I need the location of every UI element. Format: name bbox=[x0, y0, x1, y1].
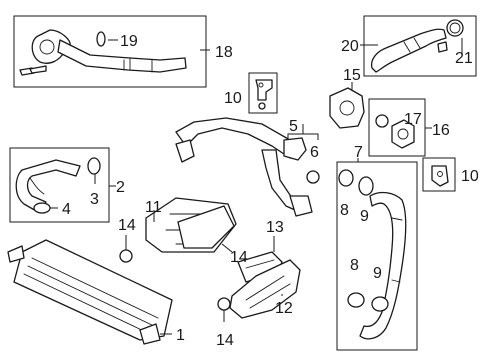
callout-6: 6 bbox=[310, 144, 319, 161]
group-10-right-frame bbox=[422, 157, 456, 192]
clamp-9-upper-part bbox=[358, 176, 374, 196]
group-16-assembly bbox=[368, 98, 432, 157]
o-ring-19-part bbox=[96, 31, 106, 47]
o-ring-6-part bbox=[306, 170, 320, 184]
group-2-frame bbox=[9, 147, 110, 223]
callout-20: 20 bbox=[341, 38, 359, 55]
callout-11: 11 bbox=[145, 199, 162, 216]
clamp-4-part bbox=[33, 202, 51, 214]
callout-14-left: 14 bbox=[118, 217, 136, 234]
o-ring-14-left-part bbox=[119, 249, 133, 263]
callout-18: 18 bbox=[215, 44, 233, 61]
clamp-3-part bbox=[87, 157, 101, 175]
group-20-frame bbox=[363, 15, 477, 77]
part-5-pipe-assembly bbox=[175, 117, 320, 217]
bolt-21-part bbox=[437, 41, 448, 53]
callout-7: 7 bbox=[354, 144, 363, 161]
callout-21: 21 bbox=[455, 50, 473, 67]
clamp-9-lower-part bbox=[371, 296, 389, 312]
group-2-hose-assembly bbox=[9, 147, 116, 223]
sensor-16-part bbox=[391, 119, 415, 149]
part-1-intercooler bbox=[7, 239, 173, 345]
group-20-pipe-assembly bbox=[360, 15, 477, 77]
group-7-hose-assembly bbox=[336, 158, 418, 351]
group-18-frame bbox=[13, 15, 207, 88]
clamp-8-lower-part bbox=[347, 292, 365, 308]
clamp-8-upper-part bbox=[338, 169, 354, 187]
intercooler-inlet-part bbox=[7, 245, 25, 263]
callout-8-lower: 8 bbox=[350, 257, 359, 274]
callout-1: 1 bbox=[176, 327, 185, 344]
bracket-10-part bbox=[255, 79, 273, 101]
callout-19: 19 bbox=[120, 33, 138, 50]
callout-4: 4 bbox=[62, 201, 71, 218]
callout-labels: 1 2 3 4 5 6 7 8 9 8 9 10 10 11 12 13 14 … bbox=[62, 33, 479, 349]
callout-17: 17 bbox=[404, 111, 422, 128]
pipe-5-flange-part bbox=[175, 139, 195, 163]
group-10-right bbox=[422, 157, 456, 192]
pipe-5-upper-part bbox=[175, 117, 299, 159]
callout-12: 12 bbox=[275, 300, 293, 317]
flange-part bbox=[31, 29, 71, 64]
manifold-cover-part bbox=[177, 205, 235, 249]
callout-3: 3 bbox=[90, 191, 99, 208]
bracket-10-right-part bbox=[431, 165, 449, 187]
thermostat-housing-part bbox=[329, 87, 365, 129]
callout-13: 13 bbox=[266, 219, 284, 236]
pipe-5-bottom-flange-part bbox=[289, 195, 313, 217]
group-10-upper-frame bbox=[248, 72, 278, 114]
group-18-tube-assembly bbox=[13, 15, 210, 88]
callout-10-upper: 10 bbox=[224, 90, 242, 107]
callout-9-lower: 9 bbox=[373, 265, 382, 282]
shield-12-part bbox=[229, 259, 301, 319]
callout-14-bottom: 14 bbox=[216, 332, 234, 349]
callout-9-upper: 9 bbox=[360, 208, 369, 225]
callout-15: 15 bbox=[343, 67, 361, 84]
hose-7-part bbox=[359, 191, 407, 340]
callout-10-right: 10 bbox=[461, 168, 479, 185]
part-12-assembly bbox=[217, 236, 301, 322]
group-10-upper bbox=[248, 72, 278, 114]
o-ring-14-bottom-part bbox=[217, 297, 231, 311]
o-ring-21-part bbox=[446, 19, 464, 37]
callout-8-upper: 8 bbox=[340, 202, 349, 219]
hose-2-part bbox=[15, 159, 81, 213]
callout-14-center: 14 bbox=[230, 249, 248, 266]
callout-2: 2 bbox=[116, 179, 125, 196]
coolant-tube-part bbox=[57, 39, 187, 73]
o-ring-17-part bbox=[375, 114, 389, 128]
callout-16: 16 bbox=[432, 122, 450, 139]
callout-5: 5 bbox=[289, 118, 298, 135]
part-15-housing bbox=[329, 82, 365, 129]
intercooler-core-part bbox=[13, 239, 173, 341]
group-7-frame bbox=[336, 161, 418, 351]
part-11-manifold-assembly bbox=[119, 197, 237, 263]
pipe-5-right-flange-part bbox=[283, 137, 307, 161]
intercooler-outlet-part bbox=[139, 323, 161, 345]
